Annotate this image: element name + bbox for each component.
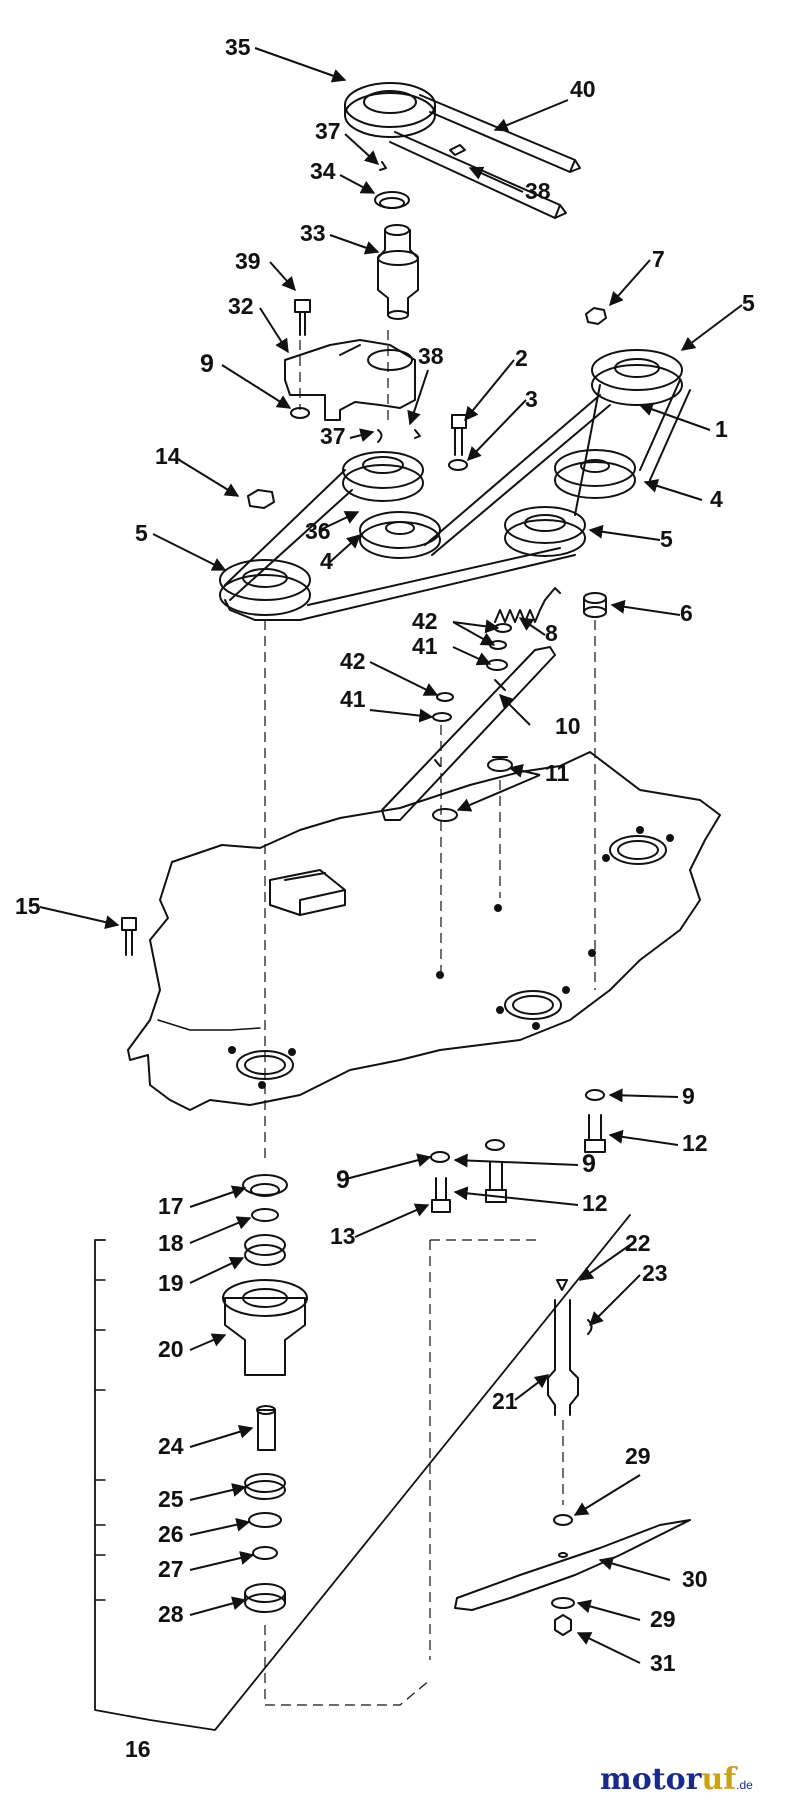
callout-41: 41 xyxy=(340,686,366,712)
callout-35: 35 xyxy=(225,34,251,60)
callout-11: 11 xyxy=(545,760,570,786)
callout-40: 40 xyxy=(570,76,596,102)
callout-12: 12 xyxy=(682,1130,708,1156)
watermark-part-motor: motor xyxy=(600,1762,702,1797)
callout-22: 22 xyxy=(625,1230,651,1256)
callout-8: 8 xyxy=(545,620,558,646)
spindle-housing-20 xyxy=(224,1297,306,1376)
callout-42: 42 xyxy=(340,648,366,674)
callout-19: 19 xyxy=(158,1270,184,1296)
callout-24: 24 xyxy=(158,1433,184,1459)
arm-10 xyxy=(381,646,556,821)
callout-38: 38 xyxy=(418,343,444,369)
callout-5: 5 xyxy=(660,526,673,552)
callout-33: 33 xyxy=(300,220,326,246)
callout-5: 5 xyxy=(742,290,755,316)
callout-23: 23 xyxy=(642,1260,668,1286)
callout-30: 30 xyxy=(682,1566,708,1592)
callout-37: 37 xyxy=(320,423,346,449)
callout-10: 10 xyxy=(555,713,581,739)
callout-12: 12 xyxy=(582,1190,608,1216)
callout-21: 21 xyxy=(492,1388,518,1414)
callout-9: 9 xyxy=(336,1166,350,1194)
bracket-32 xyxy=(284,339,416,421)
callout-5: 5 xyxy=(135,520,148,546)
watermark-part-uf: uf xyxy=(701,1762,737,1797)
callout-2: 2 xyxy=(515,345,528,371)
callout-39: 39 xyxy=(235,248,261,274)
blade-30 xyxy=(454,1519,691,1611)
callout-9: 9 xyxy=(682,1083,695,1109)
callout-27: 27 xyxy=(158,1556,184,1582)
callout-25: 25 xyxy=(158,1486,184,1512)
callout-17: 17 xyxy=(158,1193,184,1219)
callout-4: 4 xyxy=(320,548,333,574)
callout-1: 1 xyxy=(715,416,728,442)
callout-3: 3 xyxy=(525,386,538,412)
callout-9: 9 xyxy=(200,350,214,378)
callout-18: 18 xyxy=(158,1230,184,1256)
watermark-logo: motoruf.de xyxy=(600,1762,753,1797)
callout-13: 13 xyxy=(330,1223,356,1249)
deck-plate xyxy=(127,751,721,1111)
callout-7: 7 xyxy=(652,246,665,272)
callout-37: 37 xyxy=(315,118,341,144)
callout-32: 32 xyxy=(228,293,254,319)
callout-36: 36 xyxy=(305,518,331,544)
callout-26: 26 xyxy=(158,1521,184,1547)
mounting-bracket xyxy=(269,869,346,916)
callout-20: 20 xyxy=(158,1336,184,1362)
callout-14: 14 xyxy=(155,443,181,469)
callout-6: 6 xyxy=(680,600,693,626)
callout-9: 9 xyxy=(582,1150,596,1178)
callout-31: 31 xyxy=(650,1650,676,1676)
callout-28: 28 xyxy=(158,1601,184,1627)
shaft-33 xyxy=(377,229,419,316)
callout-42: 42 xyxy=(412,608,438,634)
callout-41: 41 xyxy=(412,633,438,659)
callout-34: 34 xyxy=(310,158,336,184)
callout-16: 16 xyxy=(125,1736,151,1762)
callout-4: 4 xyxy=(710,486,723,512)
callout-29: 29 xyxy=(650,1606,676,1632)
watermark-part-de: .de xyxy=(736,1778,753,1792)
spindle-shaft-21 xyxy=(547,1299,579,1416)
callout-29: 29 xyxy=(625,1443,651,1469)
belt-1 xyxy=(224,379,691,621)
callout-38: 38 xyxy=(525,178,551,204)
callout-15: 15 xyxy=(15,893,41,919)
